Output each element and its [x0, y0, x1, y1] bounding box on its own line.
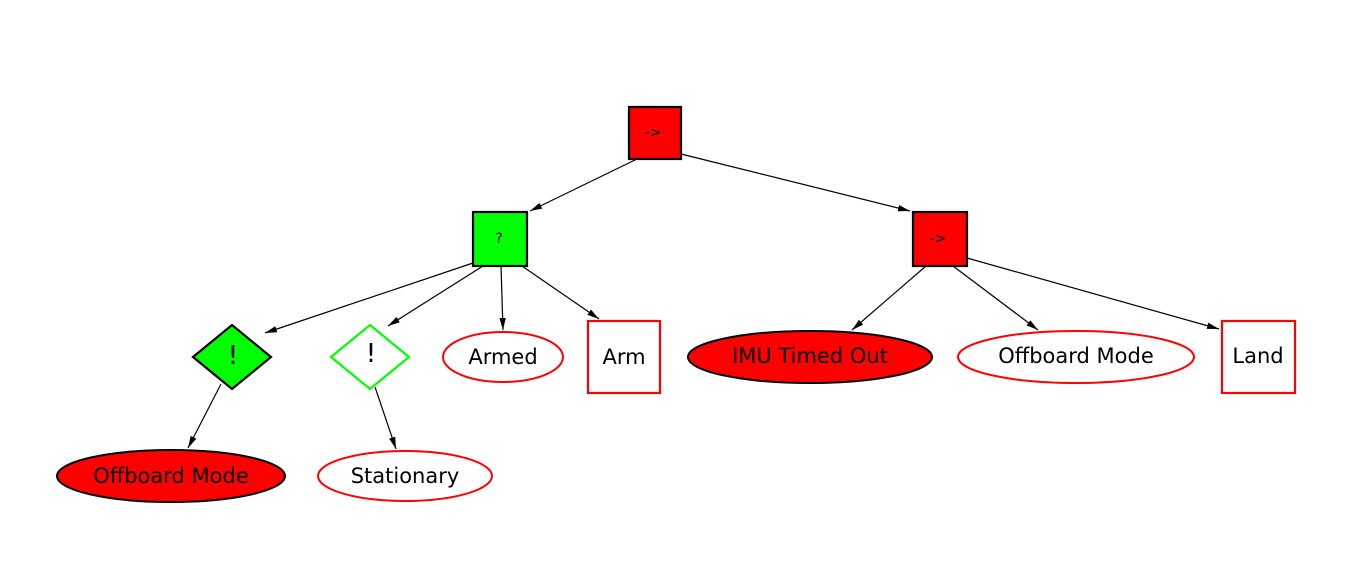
root-sequence-label: -> [645, 125, 662, 141]
node-fallback: ? [471, 210, 529, 268]
imu-timed-out-shape [687, 330, 933, 384]
edge-fallback-inverter-right [387, 265, 484, 327]
node-offboard-mode-right: Offboard Mode [957, 330, 1195, 384]
stationary-label: Stationary [351, 464, 460, 488]
inverter-right-label: ! [366, 339, 376, 369]
armed-label: Armed [468, 345, 537, 369]
root-sequence-shape [627, 105, 683, 161]
edge-root-fallback [529, 158, 638, 212]
node-land: Land [1220, 319, 1297, 395]
imu-timed-out-label: IMU Timed Out [732, 344, 888, 368]
land-shape [1220, 319, 1297, 395]
edge-fallback-arm [521, 265, 600, 320]
offboard-mode-right-label: Offboard Mode [998, 344, 1154, 368]
arm-shape [586, 319, 662, 395]
edge-fallback-armed [499, 265, 506, 331]
sequence-label: -> [930, 231, 947, 247]
node-sequence: -> [911, 210, 969, 268]
fallback-shape [471, 210, 529, 268]
fallback-label: ? [495, 231, 502, 247]
edge-sequence-imu [851, 265, 927, 331]
armed-shape [442, 331, 564, 383]
edge-sequence-offboard [952, 265, 1039, 331]
node-root-sequence: -> [627, 105, 683, 161]
node-inverter-right: ! [329, 323, 411, 391]
node-offboard-mode-left: Offboard Mode [56, 449, 286, 503]
inverter-left-shape [191, 323, 273, 391]
node-stationary: Stationary [317, 450, 493, 502]
inverter-right-shape [329, 323, 411, 391]
sequence-shape [911, 210, 969, 268]
edge-root-sequence [680, 153, 911, 212]
edge-fallback-inverter-left [264, 262, 474, 334]
arm-label: Arm [602, 345, 645, 369]
node-imu-timed-out: IMU Timed Out [687, 330, 933, 384]
stationary-shape [317, 450, 493, 502]
offboard-mode-right-shape [957, 330, 1195, 384]
land-label: Land [1232, 344, 1283, 368]
node-arm: Arm [586, 319, 662, 395]
edge-inverter-right-stationary [374, 386, 397, 450]
inverter-left-label: ! [228, 341, 238, 371]
edge-sequence-land [966, 257, 1220, 330]
node-inverter-left: ! [191, 323, 273, 391]
edge-layer [187, 153, 1220, 450]
node-armed: Armed [442, 331, 564, 383]
offboard-mode-left-shape [56, 449, 286, 503]
offboard-mode-left-label: Offboard Mode [93, 464, 249, 488]
edge-inverter-left-offboard [187, 383, 222, 449]
